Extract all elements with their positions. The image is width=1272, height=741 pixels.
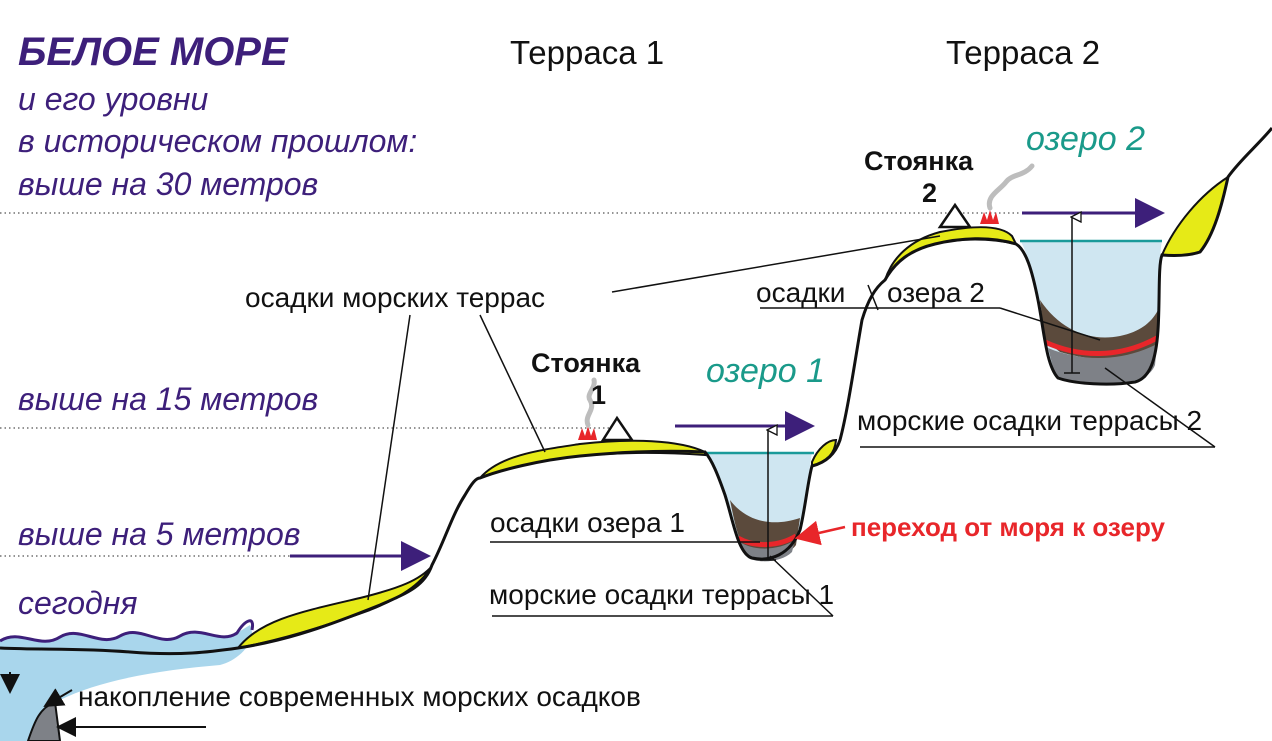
subtitle-line-2: в историческом прошлом: bbox=[18, 123, 417, 159]
modern-arrow-diag bbox=[43, 688, 73, 708]
marine-terrace-sediments-label: осадки морских террас bbox=[245, 282, 545, 313]
lake1-label: озеро 1 bbox=[706, 352, 825, 390]
transition-label: переход от моря к озеру bbox=[851, 512, 1165, 542]
terrace2-sediment bbox=[884, 226, 1018, 281]
terrace2-label: Терраса 2 bbox=[946, 34, 1100, 71]
subtitle-line-1: и его уровни bbox=[18, 81, 209, 117]
lake2-sediments-label-a: осадки bbox=[756, 277, 845, 308]
lake2-sediments-label-b: озера 2 bbox=[887, 277, 985, 308]
transition-arrow bbox=[794, 520, 846, 546]
leader-marine-3 bbox=[611, 235, 941, 293]
level-5m-label: выше на 5 метров bbox=[18, 516, 300, 552]
lower-marine-sediment bbox=[235, 565, 433, 650]
site2-name: Стоянка bbox=[864, 146, 974, 176]
lake2-red-layer bbox=[1043, 335, 1159, 357]
title: БЕЛОЕ МОРЕ bbox=[18, 30, 289, 74]
smoke1-icon bbox=[584, 377, 597, 428]
smoke2-icon bbox=[986, 163, 1035, 211]
modern-accumulation-label: накопление современных морских осадков bbox=[78, 681, 641, 712]
level-15m-label: выше на 15 метров bbox=[18, 381, 318, 417]
lake2-label: озеро 2 bbox=[1026, 120, 1145, 158]
leader-marine-t2-b bbox=[1104, 367, 1216, 448]
subtitle-line-3: выше на 30 метров bbox=[18, 166, 318, 202]
site1-number: 1 bbox=[591, 380, 606, 410]
terrain-profile bbox=[0, 127, 1272, 656]
lake2-gray-sediment bbox=[1048, 344, 1157, 385]
leader-marine-2 bbox=[479, 314, 546, 453]
level-today-label: сегодня bbox=[18, 585, 137, 621]
leader-marine-t1-b bbox=[769, 555, 834, 617]
fire1-icon bbox=[578, 426, 597, 440]
marine-sediments-t2-label: морские осадки террасы 2 bbox=[857, 405, 1202, 436]
leader-marine-1 bbox=[367, 314, 411, 601]
site1-triangle bbox=[600, 415, 635, 442]
terrace1-label: Терраса 1 bbox=[510, 34, 664, 71]
leader-lake2-b bbox=[999, 307, 1101, 341]
fire2-icon bbox=[980, 210, 999, 224]
lake2-brown-sediment bbox=[1040, 300, 1158, 360]
terrace1-sediment bbox=[479, 439, 706, 479]
marine-sediments-t1-label: морские осадки террасы 1 bbox=[489, 579, 834, 610]
sea-wave-line bbox=[0, 619, 255, 643]
lake1-sediments-label: осадки озера 1 bbox=[490, 507, 685, 538]
site2-triangle bbox=[937, 202, 973, 229]
leader-lake2-slash bbox=[867, 284, 879, 311]
site1-name: Стоянка bbox=[531, 348, 641, 378]
site2-number: 2 bbox=[922, 178, 937, 208]
